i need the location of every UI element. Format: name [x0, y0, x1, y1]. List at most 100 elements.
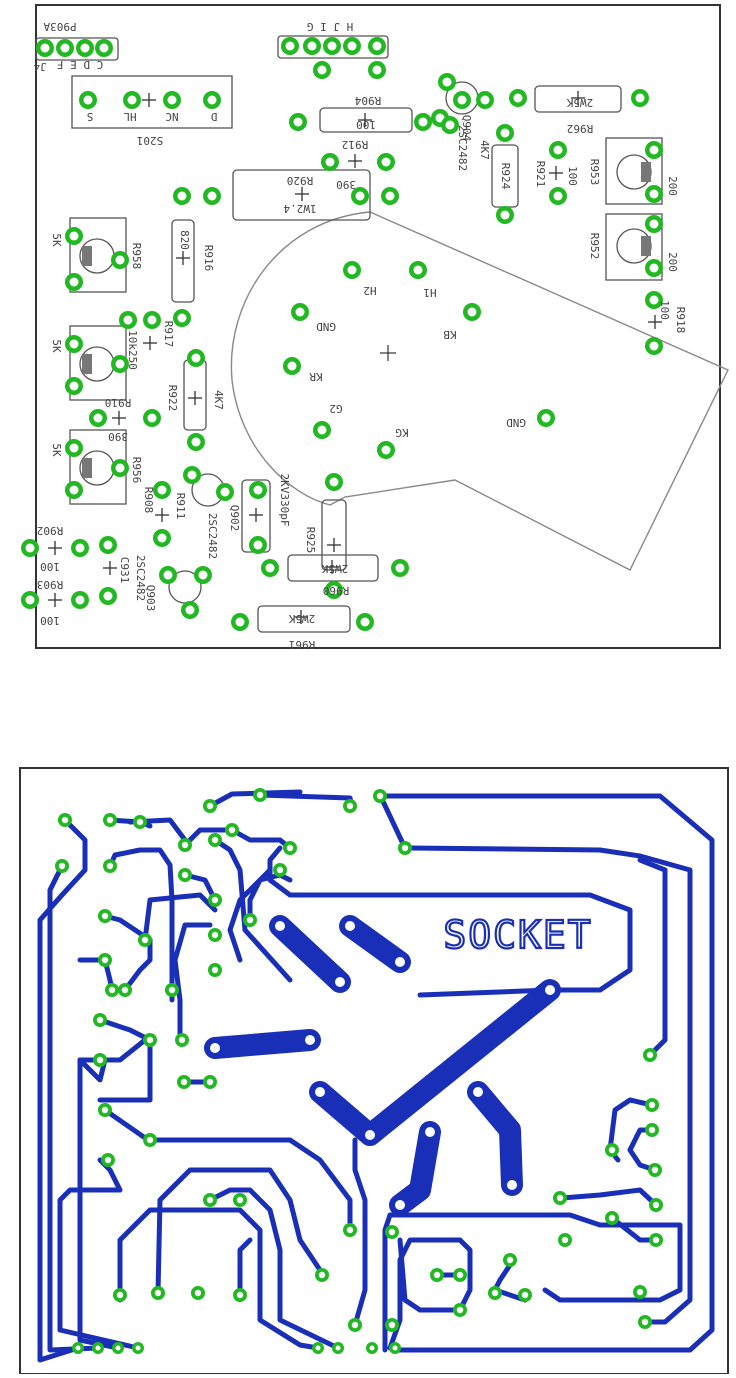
socket-pad-hole: [395, 957, 405, 967]
pad: [203, 1193, 217, 1207]
copper-trace: [559, 1187, 659, 1208]
pad: [138, 933, 152, 947]
copper-side-board: SOCKET: [19, 767, 729, 1375]
pad: [605, 1143, 619, 1157]
pad: [453, 1303, 467, 1317]
pad: [503, 1253, 517, 1267]
label-q904: Q904: [460, 115, 473, 142]
pad: [231, 613, 249, 631]
pad: [95, 39, 113, 57]
pad: [123, 91, 141, 109]
pad: [377, 153, 395, 171]
copper-trace: [142, 892, 218, 943]
pad: [356, 613, 374, 631]
pad: [249, 536, 267, 554]
pad: [203, 91, 221, 109]
pad: [79, 91, 97, 109]
label-q903-part: 2SC2482: [134, 555, 147, 601]
label-r912: R912: [342, 138, 369, 151]
label-r925: R925: [304, 527, 317, 554]
socket-label: SOCKET: [443, 913, 592, 957]
pad: [21, 591, 39, 609]
pad: [103, 859, 117, 873]
pad: [343, 799, 357, 813]
pad: [385, 1225, 399, 1239]
pad: [181, 601, 199, 619]
copper-trace: [97, 1017, 153, 1043]
pad: [645, 259, 663, 277]
pad: [488, 1286, 502, 1300]
copper-trace: [97, 1037, 153, 1103]
copper-trace: [227, 867, 273, 963]
copper-trace: [377, 792, 408, 851]
pad: [143, 409, 161, 427]
label-r960-val: 2W5K: [321, 562, 348, 575]
copper-trace: [207, 789, 303, 809]
label-q903: Q903: [144, 585, 157, 612]
resistor-r961-body: [257, 605, 351, 633]
pad: [65, 335, 83, 353]
socket-pad-hole: [305, 1035, 315, 1045]
pad: [159, 566, 177, 584]
label-kr: KR: [309, 370, 323, 383]
pad: [381, 187, 399, 205]
label-r912-val: 390: [336, 178, 356, 191]
pad: [208, 893, 222, 907]
label-r953: R953: [588, 159, 601, 186]
pad: [151, 1286, 165, 1300]
label-r961-val: 2W5K: [288, 612, 315, 625]
pad: [89, 409, 107, 427]
connector-hijg-body: [277, 35, 389, 59]
pad: [645, 185, 663, 203]
label-j4: J4: [33, 60, 47, 73]
copper-trace: [117, 1207, 321, 1351]
label-r962: R962: [567, 122, 594, 135]
socket-pad-hole: [473, 1087, 483, 1097]
pad: [649, 1233, 663, 1247]
label-s201: S201: [137, 134, 164, 147]
label-c931: C931: [118, 557, 131, 584]
pad: [216, 483, 234, 501]
pad: [368, 61, 386, 79]
pad: [289, 113, 307, 131]
label-gnd-b: GND: [506, 416, 526, 429]
pad: [633, 1285, 647, 1299]
pad: [281, 37, 299, 55]
pad: [249, 481, 267, 499]
socket-pad-hole: [545, 985, 555, 995]
copper-trace: [352, 1137, 368, 1328]
copper-trace: [57, 1157, 141, 1351]
label-h2: H2: [363, 284, 376, 297]
copper-trace: [182, 827, 293, 851]
copper-trace: [237, 1237, 253, 1298]
socket-pad-hole: [210, 1043, 220, 1053]
pad: [648, 1163, 662, 1177]
label-r917-val: 10k250: [126, 330, 139, 370]
pad: [476, 91, 494, 109]
socket-pad-hole: [315, 1087, 325, 1097]
copper-board-outline: [19, 767, 729, 1375]
label-r904-val: 100: [356, 118, 376, 131]
pad: [398, 841, 412, 855]
pad: [291, 303, 309, 321]
label-r960: R960: [323, 584, 350, 597]
pad: [325, 473, 343, 491]
pad: [368, 37, 386, 55]
pad: [385, 1318, 399, 1332]
pad: [343, 37, 361, 55]
label-d: D: [211, 110, 218, 123]
pad: [65, 377, 83, 395]
label-r956: R956: [130, 457, 143, 484]
socket-wide-trace: [339, 915, 411, 973]
pad: [36, 39, 54, 57]
pad: [191, 1286, 205, 1300]
label-q902-part: 2SC2482: [206, 513, 219, 559]
pad: [165, 983, 179, 997]
pad: [645, 1123, 659, 1137]
pad: [177, 1075, 191, 1089]
pad: [153, 529, 171, 547]
copper-trace: [382, 1212, 683, 1353]
pad: [233, 1288, 247, 1302]
